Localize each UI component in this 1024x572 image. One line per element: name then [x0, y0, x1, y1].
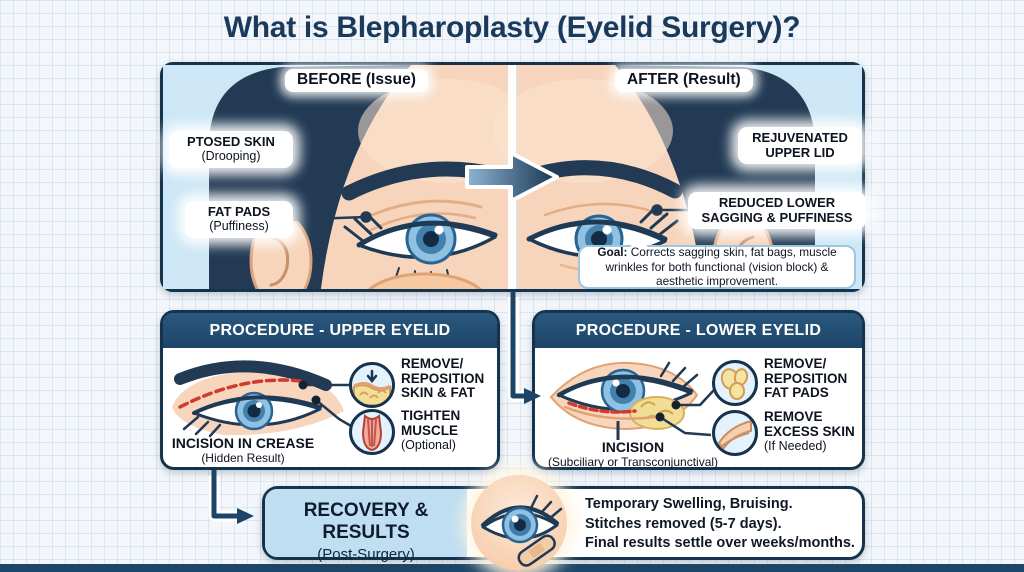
lower-incision-dashed-line — [567, 401, 637, 414]
recovery-line-1: Temporary Swelling, Bruising. — [585, 496, 793, 512]
upper-incision-dashed-line — [178, 378, 302, 409]
goal-text: Corrects sagging skin, fat bags, muscle … — [605, 245, 837, 289]
upper-incision-label: INCISION IN CREASE (Hidden Result) — [171, 435, 315, 465]
goal-callout: Goal: Corrects sagging skin, fat bags, m… — [578, 238, 856, 289]
callout-fat-pads: FAT PADS (Puffiness) — [185, 201, 293, 238]
before-after-faces-illustration — [163, 65, 862, 289]
recovery-text: Temporary Swelling, Bruising. Stitches r… — [585, 495, 855, 554]
recovery-panel: RECOVERY & RESULTS (Post-Surgery) Tempor… — [262, 475, 865, 571]
recovery-title: RECOVERY & RESULTS — [303, 500, 429, 543]
callout-reduced-lower-sagging: REDUCED LOWER SAGGING & PUFFINESS — [688, 192, 866, 229]
fat-pads-icon — [712, 360, 758, 406]
lower-incision-label: INCISION (Subciliary or Transconjunctiva… — [547, 439, 719, 469]
procedure-lower-panel: PROCEDURE - LOWER EYELID — [532, 310, 865, 470]
remove-reposition-skin-fat-label: REMOVE/ REPOSITION SKIN & FAT — [401, 356, 485, 400]
tighten-muscle-label: TIGHTEN MUSCLE (Optional) — [401, 408, 461, 452]
arrow-upper-procedure-to-recovery — [211, 470, 254, 524]
goal-label: Goal: — [597, 245, 628, 260]
recovery-line-2: Stitches removed (5-7 days). — [585, 515, 782, 532]
procedure-upper-panel: PROCEDURE - UPPER EYELID — [160, 310, 500, 470]
page-title: What is Blepharoplasty (Eyelid Surgery)? — [223, 11, 801, 44]
lower-leader-lines — [616, 389, 715, 440]
excess-skin-icon — [712, 410, 758, 456]
arrow-top-to-lower-procedure — [510, 291, 541, 404]
eye-with-bandage-icon — [471, 475, 567, 571]
bandage-icon — [517, 534, 556, 567]
skin-fat-layers-arrow-icon — [349, 362, 395, 408]
before-label: BEFORE (Issue) — [285, 69, 428, 92]
lower-eyelid-incision-illustration — [549, 361, 699, 431]
remove-excess-skin-label: REMOVE EXCESS SKIN (If Needed) — [764, 409, 855, 453]
before-after-panel: BEFORE (Issue) AFTER (Result) PTOSED SKI… — [160, 62, 866, 292]
after-label: AFTER (Result) — [615, 69, 753, 92]
procedure-lower-header: PROCEDURE - LOWER EYELID — [535, 313, 862, 348]
before-to-after-arrow-icon — [465, 151, 559, 203]
procedure-upper-header: PROCEDURE - UPPER EYELID — [163, 313, 497, 348]
recovery-line-3: Final results settle over weeks/months. — [585, 535, 855, 551]
before-face-illustration — [163, 65, 538, 289]
callout-leader-lines — [282, 138, 738, 223]
muscle-fibers-icon — [349, 409, 395, 455]
recovery-subtitle: (Post-Surgery) — [317, 546, 415, 563]
recovery-title-box: RECOVERY & RESULTS (Post-Surgery) — [265, 489, 467, 563]
callout-ptosed-skin: PTOSED SKIN (Drooping) — [169, 131, 293, 168]
upper-leader-lines — [298, 380, 352, 428]
callout-rejuvenated-upper-lid: REJUVENATED UPPER LID — [738, 127, 862, 164]
remove-reposition-fat-pads-label: REMOVE/ REPOSITION FAT PADS — [764, 356, 848, 400]
